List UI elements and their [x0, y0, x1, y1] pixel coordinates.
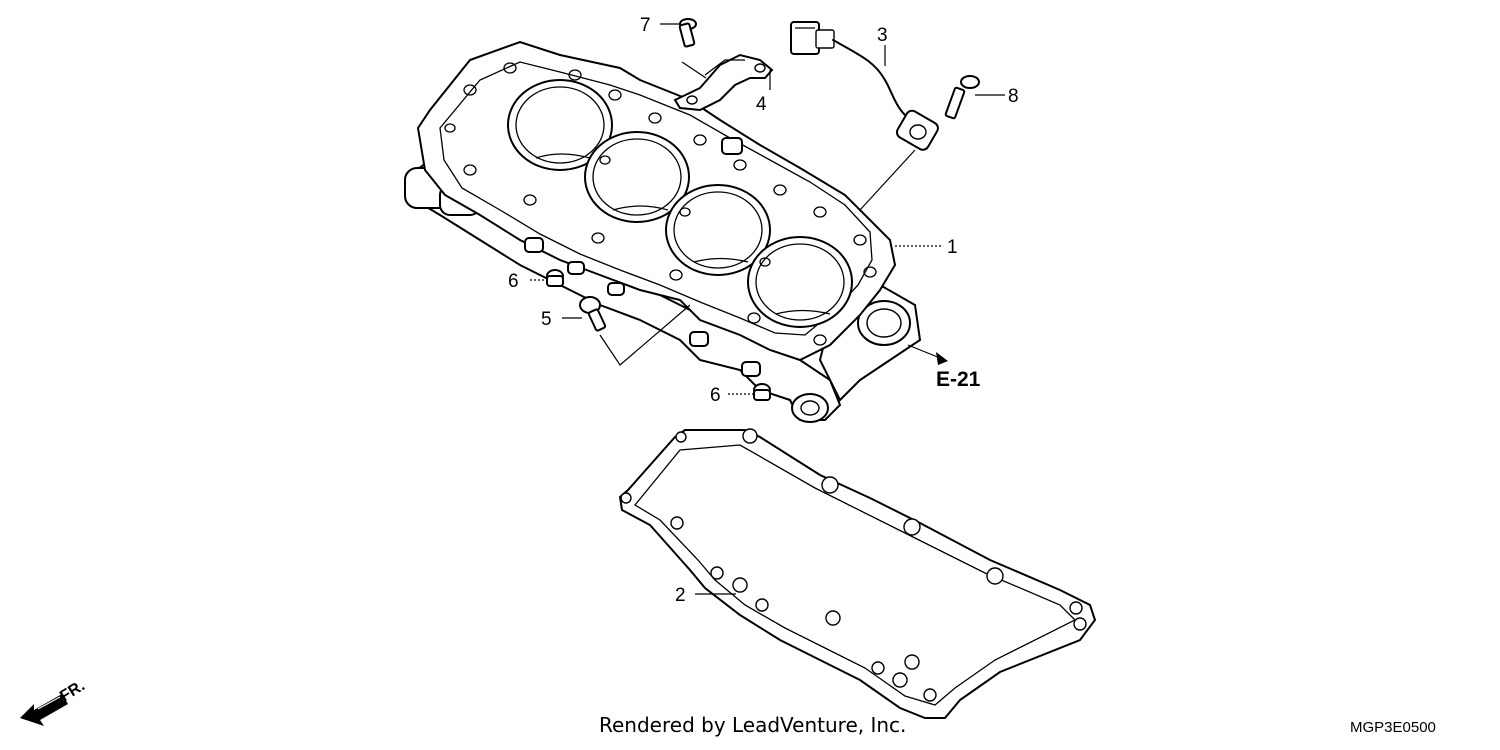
cylinder-gasket	[618, 428, 1097, 719]
bolt-7	[678, 18, 697, 48]
bolt-8	[944, 75, 980, 120]
cylinder-block	[404, 40, 922, 423]
diagram-code: MGP3E0500	[1350, 719, 1436, 736]
callout-4: 4	[756, 94, 767, 115]
callout-6-lower: 6	[710, 385, 721, 406]
callout-3: 3	[877, 25, 888, 46]
credit-text: Rendered by LeadVenture, Inc.	[599, 713, 906, 737]
knock-sensor	[790, 21, 939, 151]
callout-7: 7	[640, 15, 651, 36]
leader-lines	[530, 23, 1005, 595]
callout-6-upper: 6	[508, 271, 519, 292]
callout-1: 1	[947, 237, 958, 258]
callout-8: 8	[1008, 86, 1019, 107]
callout-2: 2	[675, 585, 686, 606]
bolt-5	[579, 296, 607, 332]
dowel-pin-lower	[753, 383, 771, 401]
callout-5: 5	[541, 309, 552, 330]
bracket	[673, 53, 774, 112]
dowel-pin-upper	[546, 269, 564, 287]
reference-label[interactable]: E-21	[936, 368, 981, 391]
front-direction-arrow-icon	[20, 694, 68, 726]
